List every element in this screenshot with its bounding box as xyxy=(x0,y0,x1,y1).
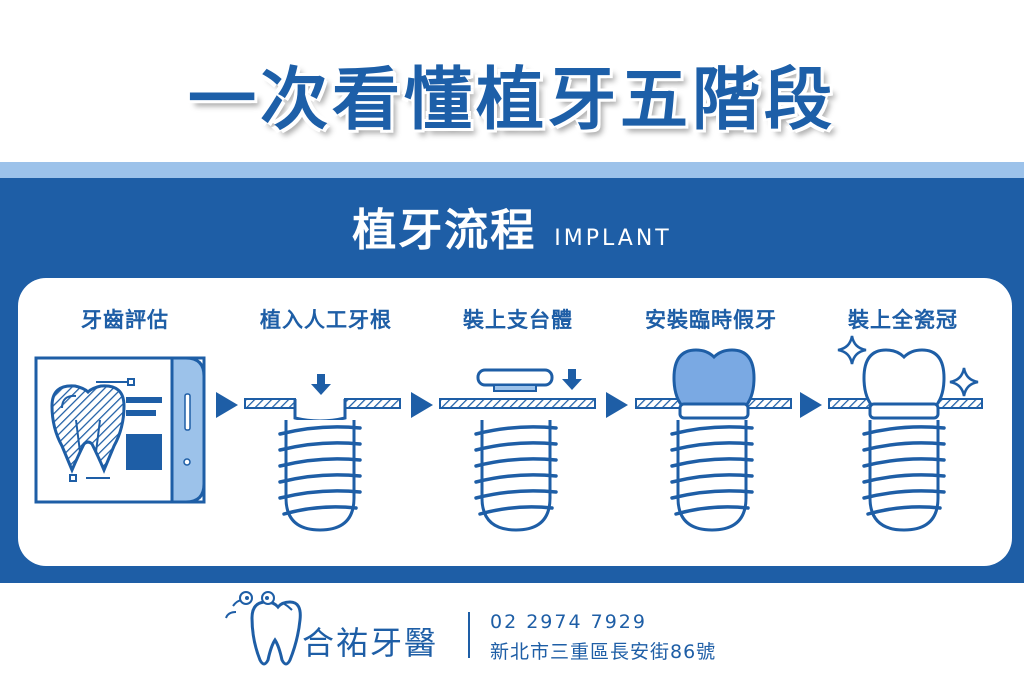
down-arrow-icon xyxy=(562,369,582,390)
clinic-name: 合祐牙醫 xyxy=(302,624,439,662)
arrow-right-icon xyxy=(216,392,238,418)
xray-tablet-icon xyxy=(34,356,206,504)
accent-band xyxy=(0,162,1024,178)
clinic-address: 新北市三重區長安街86號 xyxy=(490,641,717,663)
sparkle-icon xyxy=(949,367,979,397)
arrow-right-icon xyxy=(411,392,433,418)
arrow-right-icon xyxy=(606,392,628,418)
step-3-label: 裝上支台體 xyxy=(463,308,573,332)
step-1-label: 牙齒評估 xyxy=(81,308,169,332)
step-5-label: 裝上全瓷冠 xyxy=(848,308,958,332)
sparkle-icon xyxy=(837,335,867,365)
section-heading: 植牙流程 IMPLANT xyxy=(0,194,1024,258)
temporary-crown-icon xyxy=(635,348,792,532)
implant-root-icon xyxy=(244,374,401,532)
clinic-logo-icon xyxy=(225,591,302,666)
step-4-label: 安裝臨時假牙 xyxy=(645,308,777,332)
page-title: 一次看懂植牙五階段 xyxy=(187,61,836,140)
down-arrow-icon xyxy=(311,374,331,395)
section-title-en: IMPLANT xyxy=(554,226,672,251)
abutment-icon xyxy=(439,368,596,532)
footer-divider xyxy=(468,612,470,658)
step-2-label: 植入人工牙根 xyxy=(260,308,392,332)
section-title: 植牙流程 xyxy=(352,205,537,256)
ceramic-crown-icon xyxy=(828,335,983,532)
clinic-phone: 02 2974 7929 xyxy=(490,611,647,633)
arrow-right-icon xyxy=(800,392,822,418)
